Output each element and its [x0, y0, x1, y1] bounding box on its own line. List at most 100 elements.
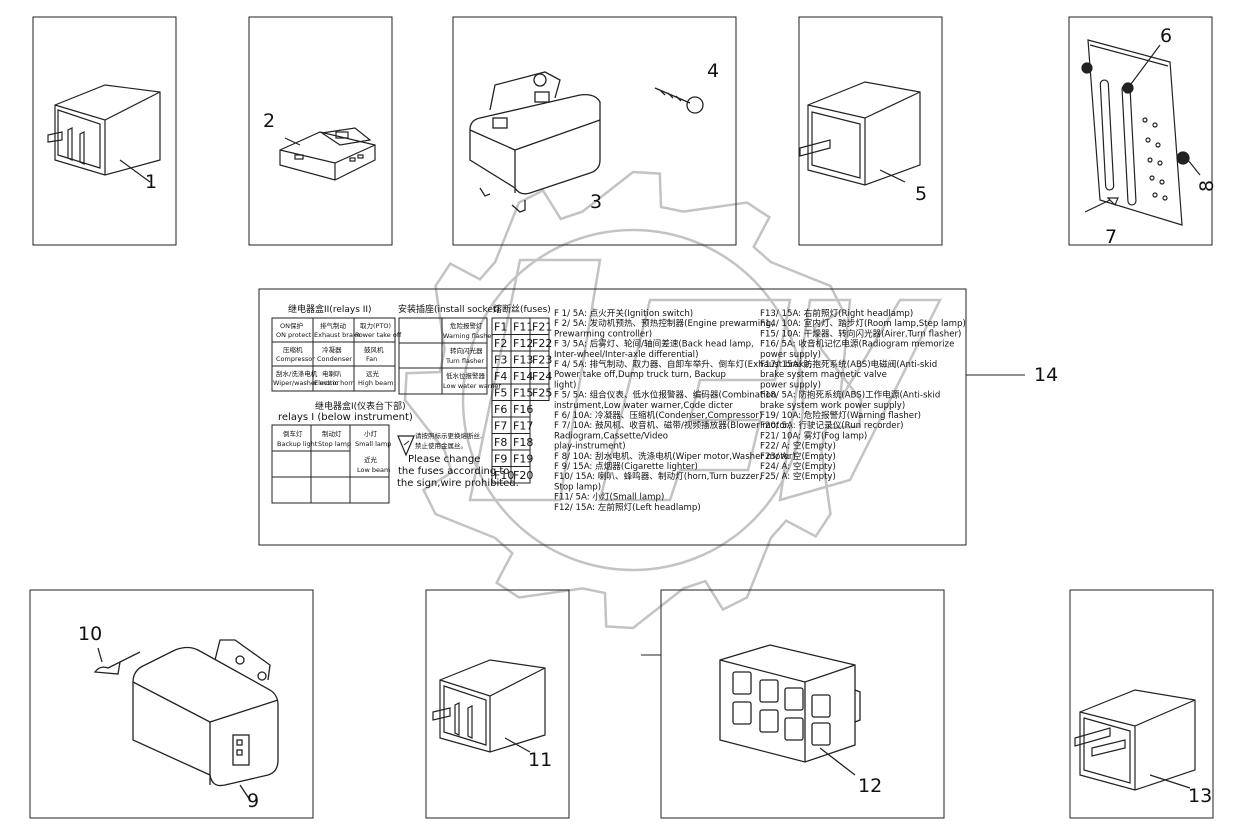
- fuse-slot-label: F16: [513, 403, 533, 416]
- fuse-list-item: brake system magnetic valve: [760, 370, 887, 380]
- fuse-slot-label: F17: [513, 420, 533, 433]
- fuse-slot-label: F21: [532, 321, 552, 334]
- fuse-list-item: Radiogram,Cassette/Video: [554, 431, 668, 441]
- fuse-slot-label: F3: [494, 354, 507, 367]
- svg-text:Warning flasher: Warning flasher: [443, 332, 494, 340]
- svg-text:Condenser: Condenser: [317, 355, 352, 363]
- fuse-list-item: Power take off,Dump truck turn, Backup: [554, 370, 726, 380]
- fuse-list-left: F 1/ 5A: 点火开关(Ignition switch)F 2/ 5A: 发…: [554, 307, 812, 513]
- fuse-list-item: F 6/ 10A: 冷凝器、压缩机(Condenser,Compressor): [554, 409, 762, 421]
- svg-text:禁止使用金属丝。: 禁止使用金属丝。: [415, 441, 467, 450]
- fuse-slot-label: F6: [494, 403, 507, 416]
- svg-text:Power take off: Power take off: [355, 331, 402, 339]
- fuse-slot-label: F10: [494, 469, 514, 482]
- svg-text:低水位报警器: 低水位报警器: [446, 371, 486, 380]
- svg-text:小灯: 小灯: [364, 429, 378, 438]
- part-label-14: 14: [1034, 364, 1058, 386]
- install-socket-title: 安装插座(install socket): [398, 303, 500, 315]
- svg-text:Small lamp: Small lamp: [355, 440, 391, 448]
- fuse-slot-label: F23: [532, 354, 552, 367]
- fuse-slot-label: F20: [513, 469, 533, 482]
- fuse-slot-label: F2: [494, 337, 507, 350]
- svg-text:鼓风机: 鼓风机: [364, 345, 384, 354]
- fuse-slot-label: F12: [513, 337, 533, 350]
- part-label-1: 1: [145, 171, 157, 193]
- fuse-list-item: F18/ 5A: 防抱死系统(ABS)工作电源(Anti-skid: [760, 389, 940, 401]
- svg-text:Low beam: Low beam: [357, 466, 390, 474]
- fuse-list-item: F23/ A: 空(Empty): [760, 450, 836, 462]
- fuse-list-item: F13/ 15A: 右前照灯(Right headlamp): [760, 307, 913, 319]
- svg-text:ON保护: ON保护: [280, 321, 303, 330]
- fuse-list-item: F21/ 10A: 雾灯(Fog lamp): [760, 430, 867, 441]
- fuse-slot-label: F14: [513, 370, 533, 383]
- svg-text:Compressor: Compressor: [276, 355, 315, 363]
- fuse-list-item: F16/ 5A: 收音机记忆电源(Radiogram memorize: [760, 338, 954, 350]
- fuse-list-item: F 5/ 5A: 组合仪表、低水位报警器、编码器(Combination: [554, 389, 777, 401]
- svg-text:the sign,wire prohibited.: the sign,wire prohibited.: [397, 478, 519, 489]
- fuse-slot-label: F18: [513, 436, 533, 449]
- relays-ii-grid: [271, 317, 396, 392]
- fuse-list-item: F 9/ 15A: 点烟器(Cigarette lighter): [554, 461, 698, 472]
- fuse-slot-label: F5: [494, 387, 507, 400]
- part-label-3: 3: [590, 191, 602, 213]
- fuse-list-item: F17/ 15A: 防抱死系统(ABS)电磁阀(Anti-skid: [760, 358, 937, 370]
- part-label-10: 10: [78, 623, 102, 645]
- fuse-list-item: F 4/ 5A: 排气制动、取力器、自卸车举升、倒车灯(Exhaust brak…: [554, 358, 812, 370]
- part-label-2: 2: [263, 110, 275, 132]
- fuse-list-item: F25/ A: 空(Empty): [760, 470, 836, 482]
- fuse-list-item: Prewarming controller): [554, 329, 652, 339]
- svg-text:Backup light: Backup light: [277, 440, 318, 448]
- svg-text:Fan: Fan: [366, 355, 377, 363]
- svg-text:请按照标示更换熔断丝,: 请按照标示更换熔断丝,: [415, 431, 482, 440]
- fuse-list-item: F 7/ 10A: 鼓风机、收音机、磁带/视频播放器(Blower motor,: [554, 419, 791, 431]
- fuse-list-item: F20/ 5A: 行驶记录仪(Run recorder): [760, 419, 903, 431]
- fuse-list-item: brake system work power supply): [760, 401, 905, 411]
- fuse-slot-label: F22: [532, 337, 552, 350]
- fuse-list-item: F14/ 10A: 室内灯、踏步灯(Room lamp,Step lamp): [760, 317, 966, 329]
- svg-text:Please change: Please change: [408, 454, 480, 465]
- fuse-warning-note: 请按照标示更换熔断丝, 禁止使用金属丝。 Please change the f…: [397, 431, 519, 489]
- fuse-list-item: Stop lamp): [554, 482, 601, 492]
- fuse-list-right: F13/ 15A: 右前照灯(Right headlamp)F14/ 10A: …: [760, 307, 966, 482]
- fuse-slot-label: F4: [494, 370, 507, 383]
- svg-text:危险报警灯: 危险报警灯: [450, 321, 483, 330]
- part-label-8: 8: [1196, 180, 1218, 192]
- svg-text:Stop lamp: Stop lamp: [318, 440, 351, 448]
- svg-text:刮水/洗涤电机: 刮水/洗涤电机: [276, 369, 318, 378]
- relays-i-title-en: relays I (below instrument): [278, 412, 413, 423]
- svg-text:倒车灯: 倒车灯: [283, 429, 303, 438]
- part-label-5: 5: [915, 183, 927, 205]
- svg-text:Wiper/washer motor: Wiper/washer motor: [273, 379, 339, 387]
- part-label-4: 4: [707, 60, 719, 82]
- fuse-list-item: F 8/ 10A: 刮水电机、洗涤电机(Wiper motor,Washer m…: [554, 450, 796, 462]
- part-label-12: 12: [858, 775, 882, 797]
- fuse-list-item: F15/ 10A: 干燥器、转向闪光器(Airer,Turn flasher): [760, 327, 961, 339]
- part-11-relay-panel: 11: [425, 589, 570, 819]
- part-3-flasher-unit-panel: 3 4: [452, 16, 737, 246]
- svg-text:近光: 近光: [364, 455, 378, 464]
- svg-text:Exhaust brake: Exhaust brake: [314, 331, 361, 339]
- fuse-slot-label: F19: [513, 453, 533, 466]
- svg-text:取力(PTO): 取力(PTO): [360, 321, 391, 330]
- fuse-list-item: F19/ 10A: 危险报警灯(Warning flasher): [760, 409, 921, 421]
- part-6-mounting-plate-panel: 6 7 8: [1068, 16, 1218, 248]
- svg-text:远光: 远光: [366, 369, 380, 378]
- relays-i-grid: [271, 424, 390, 504]
- part-13-relay-panel: 13: [1069, 589, 1214, 819]
- part-9-flasher-unit-panel: 9 10: [29, 589, 314, 819]
- part-5-relay-panel: 5: [798, 16, 943, 246]
- fuse-list-item: instrument,Low water warner,Code dicter: [554, 401, 733, 411]
- part-label-9: 9: [247, 790, 259, 812]
- fuse-slot-label: F11: [513, 321, 533, 334]
- svg-text:制动灯: 制动灯: [322, 429, 342, 438]
- fuse-slot-cell: [510, 466, 531, 484]
- fuses-title: 熔断丝(fuses): [493, 303, 551, 315]
- svg-text:排气制动: 排气制动: [320, 321, 347, 330]
- svg-text:Electric horn: Electric horn: [314, 379, 355, 387]
- relays-ii-title: 继电器盒II(relays II): [288, 303, 372, 315]
- fuse-slot-label: F7: [494, 420, 507, 433]
- fuse-list-item: F12/ 15A: 左前照灯(Left headlamp): [554, 501, 701, 513]
- part-label-13: 13: [1188, 785, 1212, 807]
